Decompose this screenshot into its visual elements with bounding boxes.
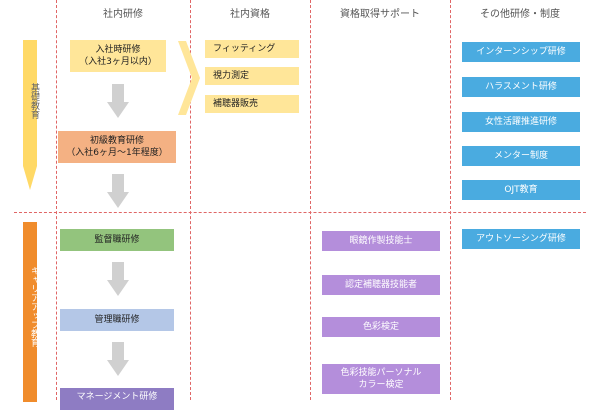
column-header-support: 資格取得サポート [340,9,420,20]
support-label-line2: カラー検定 [358,380,404,390]
column-header-other: その他研修・制度 [480,9,560,20]
other-label: ハラスメント研修 [485,82,557,92]
basic-education-label: 基礎教育 [29,83,39,119]
chevron-right-icon [178,41,200,115]
section-divider [14,212,586,213]
other-mentor-system: メンター制度 [462,146,580,166]
support-label: 色彩検定 [362,322,399,332]
qualification-hearing-aid-sales: 補聴器販売 [205,95,299,113]
support-lens-technician: 眼鏡作製技能士 [322,231,440,251]
other-label: 女性活躍推進研修 [484,117,557,127]
beginner-training-title: 初級教育研修 [89,136,144,146]
qualification-vision-test: 視力測定 [205,67,299,85]
support-personal-color-test: 色彩技能パーソナル カラー検定 [322,364,440,394]
beginner-training-box: 初級教育研修 （入社6ヶ月〜1年程度） [58,131,176,163]
manager-training-label: 管理職研修 [94,315,140,325]
supervisor-training-box: 監督職研修 [60,229,174,251]
other-label: インターンシップ研修 [476,47,566,57]
column-divider [310,0,311,400]
support-label: 認定補聴器技能者 [344,280,417,290]
supervisor-training-label: 監督職研修 [94,235,140,245]
qualification-label: フィッティング [213,44,276,54]
new-hire-training-box: 入社時研修 （入社3ヶ月以内） [70,40,166,72]
column-divider [450,0,451,400]
down-arrow-icon [107,84,129,118]
other-label: アウトソーシング研修 [476,234,566,244]
column-header-training: 社内研修 [103,9,143,20]
manager-training-box: 管理職研修 [60,309,174,331]
other-women-empowerment-training: 女性活躍推進研修 [462,112,580,132]
qualification-label: 補聴器販売 [213,99,259,109]
management-training-label: マネージメント研修 [76,392,158,402]
management-training-box: マネージメント研修 [60,388,174,410]
other-harassment-training: ハラスメント研修 [462,77,580,97]
other-ojt-education: OJT教育 [462,180,580,200]
qualification-fitting: フィッティング [205,40,299,58]
column-divider [190,0,191,400]
other-label: OJT教育 [504,185,538,195]
other-internship-training: インターンシップ研修 [462,42,580,62]
career-education-arrow [23,222,37,402]
column-divider [56,0,57,400]
other-outsourcing-training: アウトソーシング研修 [462,229,580,249]
beginner-training-period: （入社6ヶ月〜1年程度） [66,148,168,158]
support-label: 眼鏡作製技能士 [349,236,413,246]
down-arrow-icon [107,342,129,376]
support-label-line1: 色彩技能パーソナル [340,368,422,378]
support-hearing-aid-technician: 認定補聴器技能者 [322,275,440,295]
down-arrow-icon [107,262,129,296]
column-header-qualification: 社内資格 [230,9,270,20]
down-arrow-icon [107,174,129,208]
career-education-label: キャリアアップ教育 [29,265,39,347]
new-hire-training-period: （入社3ヶ月以内） [79,57,157,67]
basic-education-arrow [23,40,37,190]
new-hire-training-title: 入社時研修 [95,45,141,55]
other-label: メンター制度 [493,151,548,161]
qualification-label: 視力測定 [213,71,250,81]
support-color-test: 色彩検定 [322,317,440,337]
